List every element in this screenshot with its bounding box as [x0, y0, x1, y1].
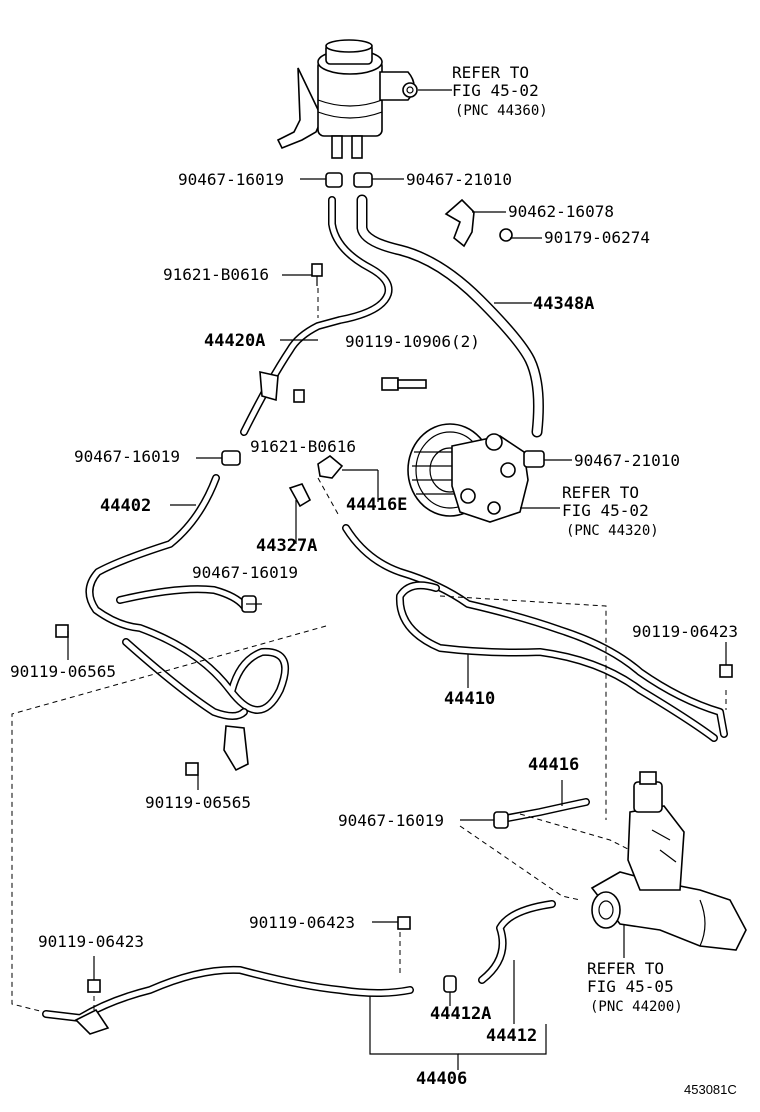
label-tube-44416: 44416	[528, 755, 579, 775]
bracket-icon	[74, 370, 344, 1035]
bolt-icon	[55, 263, 733, 993]
label-tube-44406: 44406	[416, 1069, 467, 1089]
label-clip-16019-b: 90467-16019	[74, 447, 180, 466]
steering-gear-illustration	[590, 771, 747, 951]
reservoir-ref-line3: (PNC 44360)	[455, 103, 548, 119]
clamp-icon	[444, 198, 513, 248]
label-hose-44412: 44412	[486, 1026, 537, 1046]
label-clip-16019-a: 90467-16019	[178, 170, 284, 189]
reference-label-gear: REFER TO FIG 45-05 (PNC 44200)	[587, 959, 683, 1015]
label-hose-44348a: 44348A	[533, 294, 594, 314]
label-clip-16019-d: 90467-16019	[338, 811, 444, 830]
gear-ref-line1: REFER TO	[587, 959, 664, 978]
gear-ref-line2: FIG 45-05	[587, 977, 674, 996]
diagram-id: 453081C	[684, 1082, 737, 1097]
label-bracket-44327a: 44327A	[256, 536, 317, 556]
pump-ref-line3: (PNC 44320)	[566, 523, 659, 539]
label-clip-21010-b: 90467-21010	[574, 451, 680, 470]
dashed-guide-lines	[11, 288, 727, 1013]
label-bolt-06565-b: 90119-06565	[145, 793, 251, 812]
label-bolt-06423-c: 90119-06423	[38, 932, 144, 951]
label-union-44416e: 44416E	[346, 495, 407, 515]
reference-label-reservoir: REFER TO FIG 45-02 (PNC 44360)	[452, 63, 548, 119]
label-clamp-16078: 90462-16078	[508, 202, 614, 221]
label-bolt-06423-b: 90119-06423	[249, 913, 355, 932]
reservoir-ref-line1: REFER TO	[452, 63, 529, 82]
reference-label-pump: REFER TO FIG 45-02 (PNC 44320)	[562, 483, 659, 539]
label-bolt-b0616-a: 91621-B0616	[163, 265, 269, 284]
label-clip-16019-c: 90467-16019	[192, 563, 298, 582]
label-tube-44420a: 44420A	[204, 331, 265, 351]
gear-ref-line3: (PNC 44200)	[590, 999, 683, 1015]
leader-lines	[67, 89, 727, 1070]
pump-ref-line2: FIG 45-02	[562, 501, 649, 520]
power-steering-pump-illustration	[407, 423, 529, 523]
label-clip-21010-a: 90467-21010	[406, 170, 512, 189]
clip-icon	[221, 172, 545, 993]
label-bolt-10906: 90119-10906(2)	[345, 332, 480, 351]
label-tube-44410: 44410	[444, 689, 495, 709]
label-bolt-b0616-b: 91621-B0616	[250, 437, 356, 456]
label-nut-06274: 90179-06274	[544, 228, 650, 247]
label-clamp-44412a: 44412A	[430, 1004, 491, 1024]
reservoir-tank-illustration	[276, 39, 418, 159]
reservoir-ref-line2: FIG 45-02	[452, 81, 539, 100]
label-hose-44402: 44402	[100, 496, 151, 516]
label-bolt-06565-a: 90119-06565	[10, 662, 116, 681]
pump-ref-line1: REFER TO	[562, 483, 639, 502]
label-bolt-06423-a: 90119-06423	[632, 622, 738, 641]
